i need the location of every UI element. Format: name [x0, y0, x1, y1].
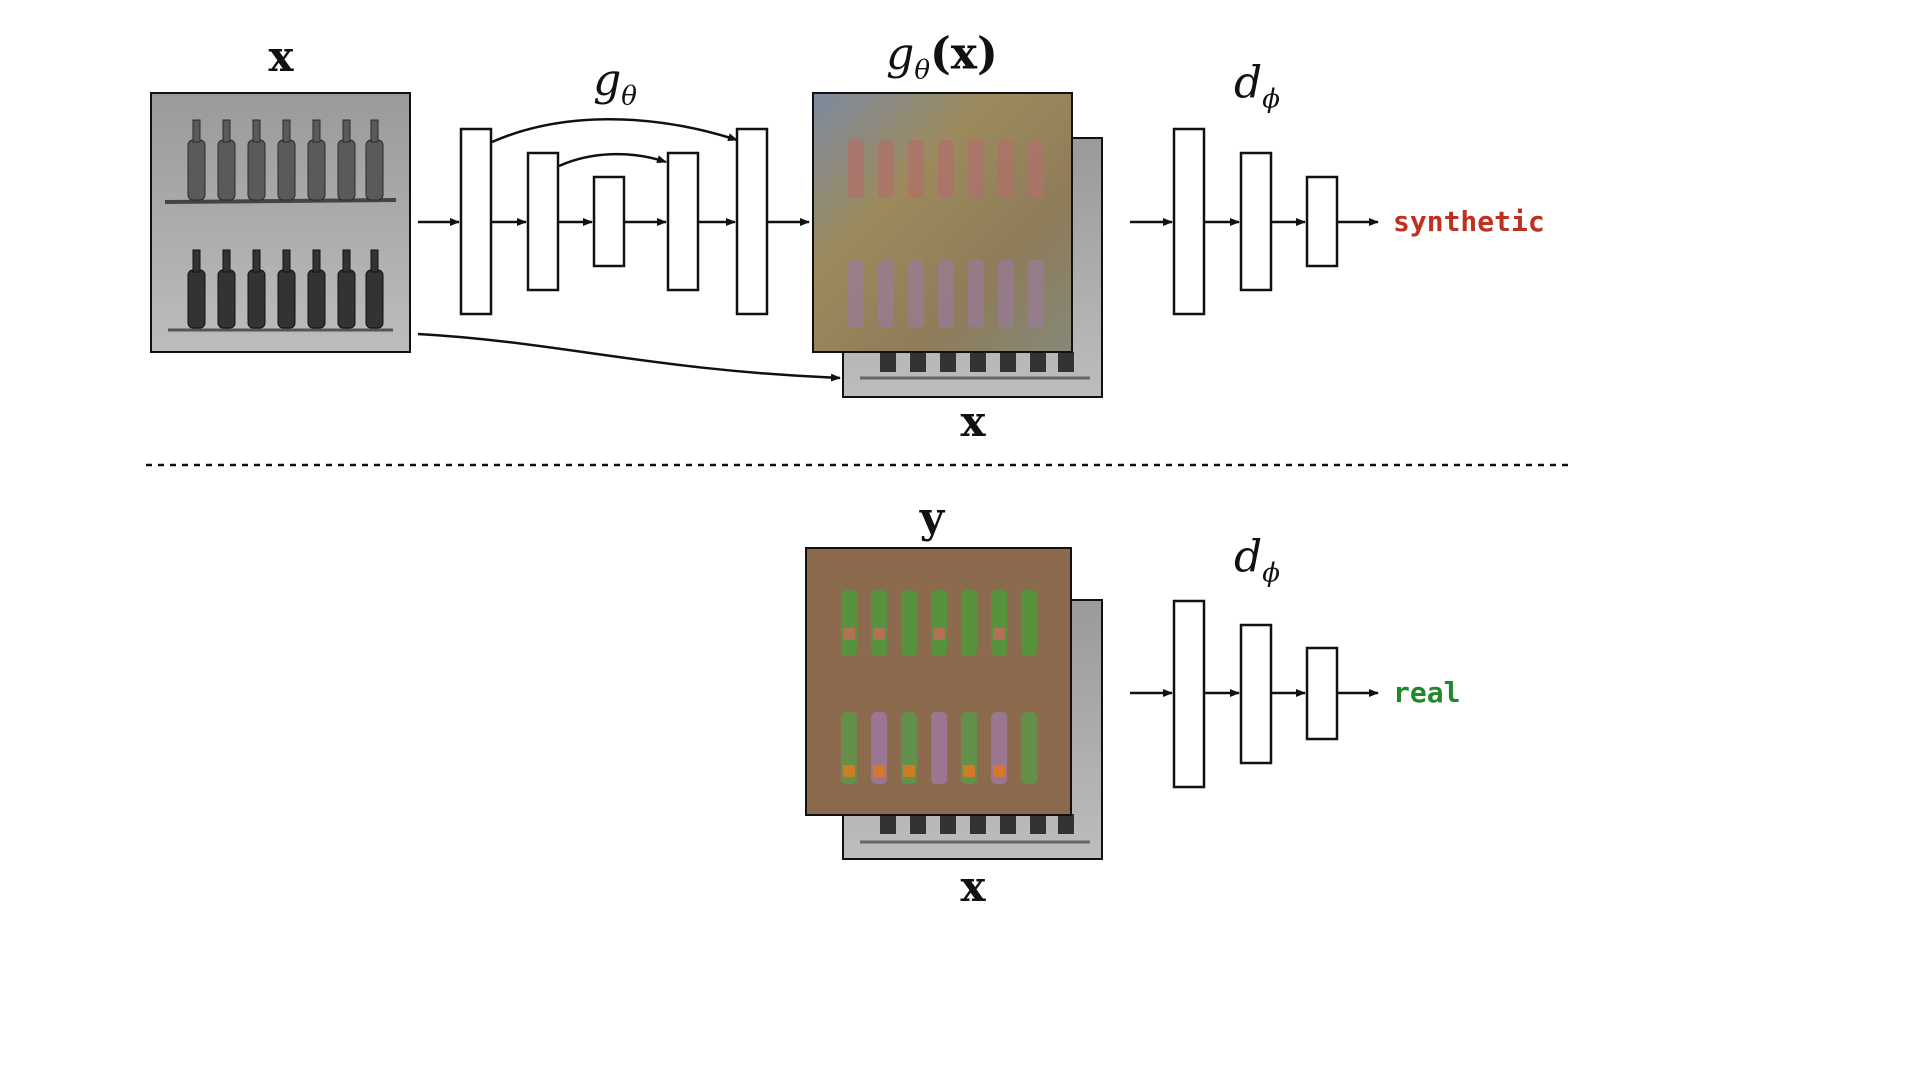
output-synthetic: synthetic	[1393, 205, 1545, 238]
discriminator-top-label: dϕ	[1234, 61, 1280, 115]
generated-image-label: gθ(x)	[886, 32, 998, 86]
generator-label: gθ	[593, 58, 637, 112]
target-y-label: y	[919, 493, 945, 542]
discriminator-top	[1172, 127, 1339, 316]
discriminator-bottom-label-sub: ϕ	[1262, 558, 1280, 589]
generator-arrows	[417, 118, 841, 382]
output-real: real	[1393, 676, 1461, 709]
condition-x-bottom-label: x	[960, 862, 986, 911]
condition-x-top-label: x	[960, 397, 986, 446]
generated-image	[812, 92, 1073, 353]
target-image-y	[805, 547, 1072, 816]
generated-image-label-symbol: g	[886, 28, 915, 80]
generated-image-label-sub: θ	[914, 55, 930, 86]
input-x-label: x	[268, 32, 294, 81]
discriminator-top-label-sub: ϕ	[1262, 84, 1280, 115]
discriminator-top-label-symbol: d	[1234, 57, 1263, 109]
discriminator-bottom	[1172, 599, 1339, 789]
discriminator-bottom-label-symbol: d	[1234, 531, 1263, 583]
discriminator-bottom-label: dϕ	[1234, 535, 1280, 589]
generator-label-symbol: g	[593, 54, 622, 106]
input-image-x	[150, 92, 411, 353]
generator-label-sub: θ	[621, 81, 637, 112]
generated-image-label-arg: (x)	[929, 28, 998, 80]
